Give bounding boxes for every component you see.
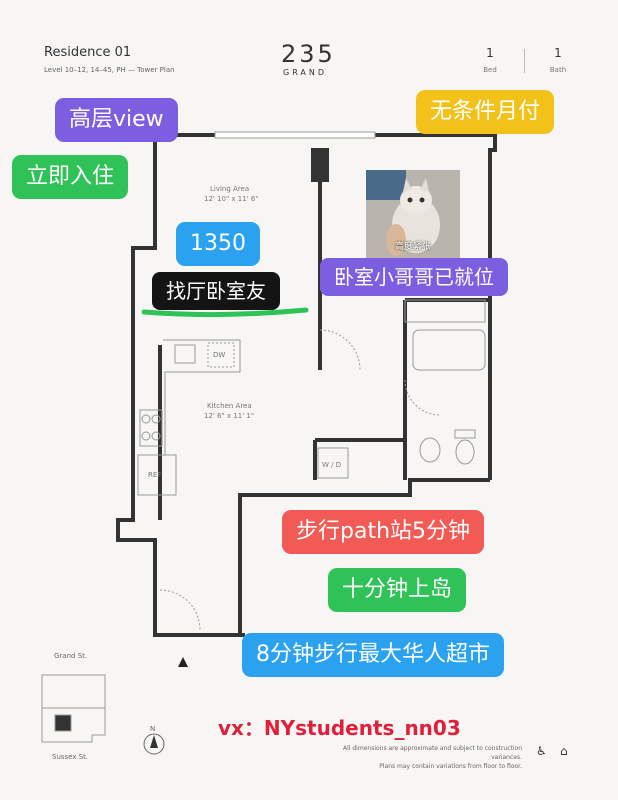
header-divider: [524, 49, 525, 73]
kitchen-counter: [163, 339, 241, 455]
street-grand: Grand St.: [54, 652, 88, 660]
tag-roommate-ready: 卧室小哥哥已就位: [320, 258, 508, 296]
bed-label: Bed: [483, 66, 497, 74]
sink: [174, 344, 196, 364]
contact-wechat: vx：NYstudents_nn03: [218, 716, 461, 740]
fridge-label: REF: [148, 471, 162, 479]
north-label: N: [150, 725, 156, 733]
site-map-unit: [54, 714, 72, 732]
tag-path-walk: 步行path站5分钟: [282, 510, 485, 554]
kitchen-area-name: Kitchen Area: [207, 402, 252, 410]
brand-number: 235: [281, 40, 336, 68]
equal-housing-icon: ⌂: [560, 744, 568, 758]
kitchen-area-size: 12' 6" x 11' 1": [204, 412, 255, 420]
door-swing-entry: [159, 589, 201, 631]
living-area-name: Living Area: [210, 185, 250, 193]
washer-dryer-box: [317, 447, 349, 479]
wheelchair-icon: ♿: [536, 744, 547, 758]
footnote: All dimensions are approximate and subje…: [312, 744, 522, 771]
dishwasher-box: [207, 342, 235, 368]
fridge: [137, 454, 177, 496]
tag-high-floor: 高层view: [55, 98, 178, 142]
cat-photo-image: [366, 170, 460, 260]
tag-move-in: 立即入住: [12, 155, 129, 199]
bed-count: 1: [486, 46, 494, 60]
footnote-line-1: All dimensions are approximate and subje…: [343, 745, 522, 761]
outer-wall-right: [238, 478, 490, 635]
cat-photo: 高度紧张: [366, 170, 460, 260]
living-area-size: 12' 10" x 11' 6": [204, 195, 259, 203]
tag-island: 十分钟上岛: [328, 568, 467, 612]
tag-supermarket: 8分钟步行最大华人超市: [242, 633, 504, 677]
underline-stroke: [141, 307, 309, 318]
cat-photo-caption: 高度紧张: [394, 242, 431, 252]
tag-price: 1350: [176, 222, 260, 266]
dishwasher-label: DW: [213, 351, 226, 359]
bathtub: [412, 329, 486, 371]
toilet-tank: [454, 429, 476, 439]
outer-wall-left: [116, 135, 245, 637]
residence-title: Residence 01: [44, 45, 132, 60]
north-compass: [143, 733, 165, 755]
north-arrow-icon: [150, 735, 158, 748]
bath-sink: [419, 437, 441, 463]
tag-find-roommate: 找厅卧室友: [152, 272, 280, 310]
door-swing-bath: [404, 379, 441, 416]
window-strip: [214, 131, 376, 139]
washer-dryer-label: W / D: [322, 461, 342, 469]
brand-word: GRAND: [283, 68, 328, 77]
street-sussex: Sussex St.: [52, 753, 89, 761]
door-swing-bedroom: [319, 329, 361, 371]
tag-monthly: 无条件月付: [416, 90, 555, 134]
cooktop: [139, 409, 163, 447]
structural-column: [311, 148, 329, 182]
footnote-line-2: Plans may contain variations from floor …: [379, 763, 522, 770]
toilet-bowl: [455, 439, 475, 465]
residence-levels: Level 10–12, 14–45, PH — Tower Plan: [44, 66, 175, 74]
bath-count: 1: [554, 46, 562, 60]
bath-label: Bath: [549, 66, 567, 74]
entry-arrow-icon: [178, 657, 188, 667]
closet-lines: [404, 299, 486, 323]
site-map-outline: [41, 674, 106, 743]
